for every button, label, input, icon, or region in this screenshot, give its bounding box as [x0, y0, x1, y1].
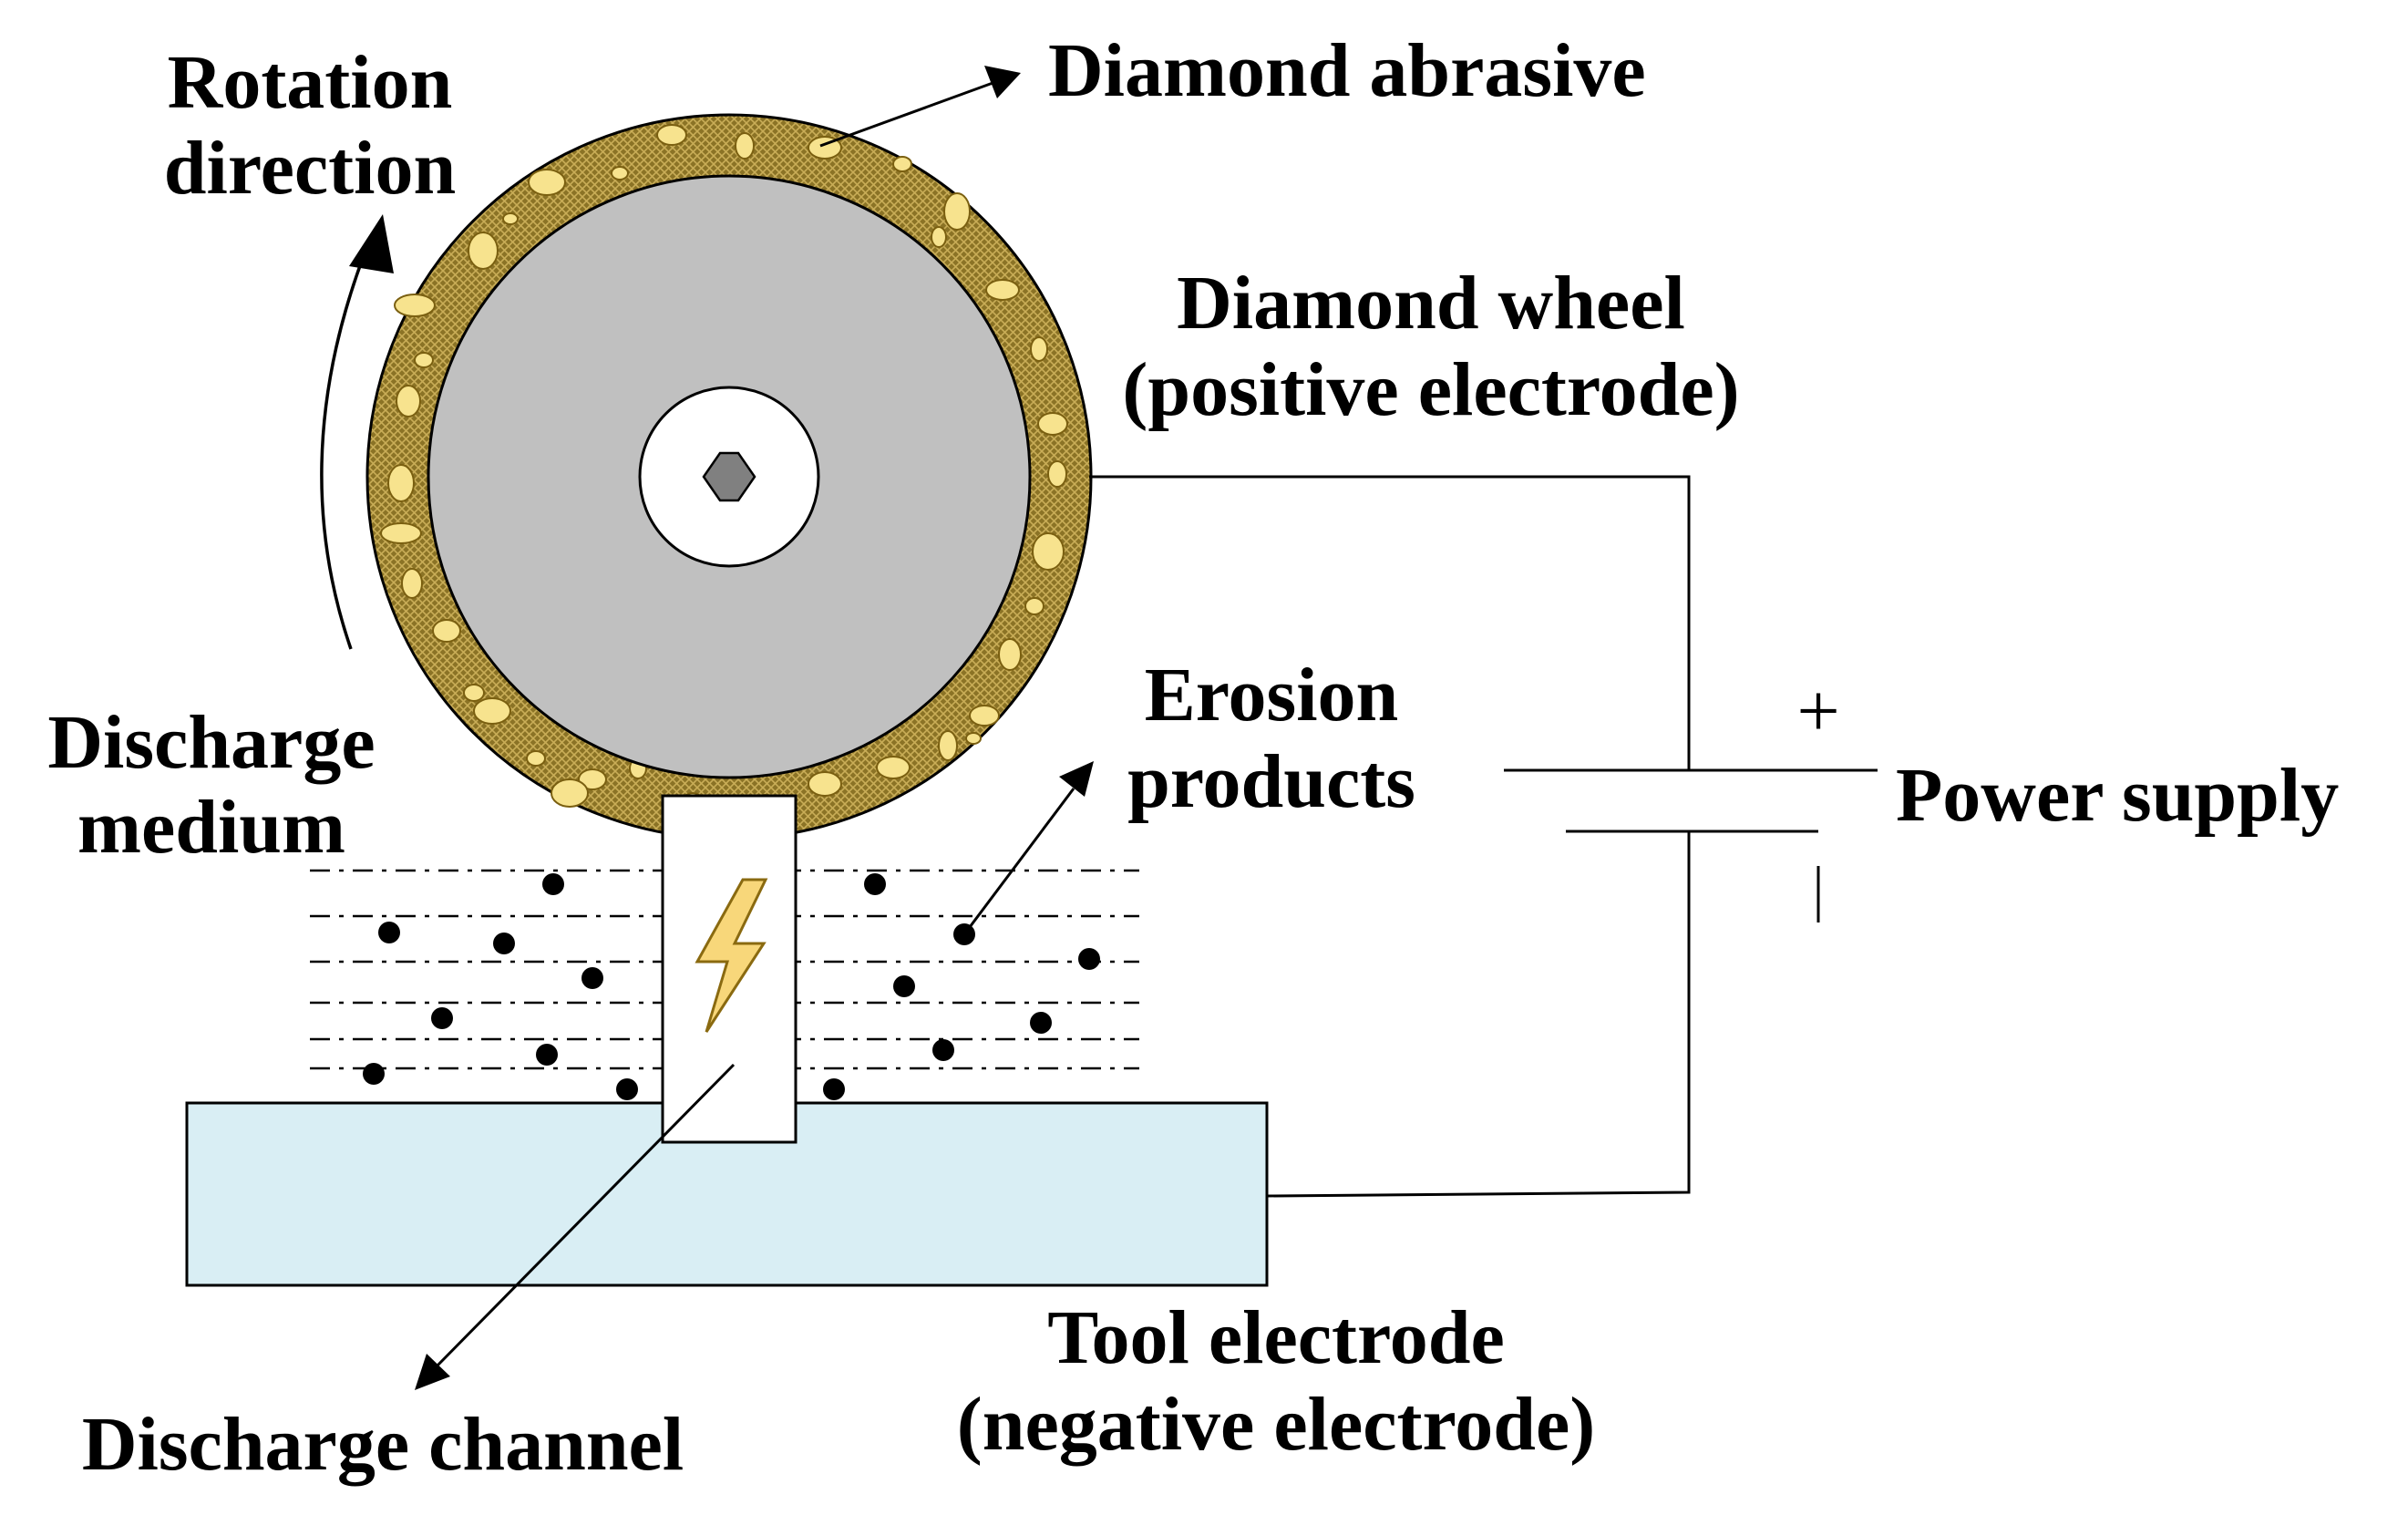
label-tool-electrode-line1: Tool electrode: [1047, 1295, 1505, 1380]
label-discharge-medium-line2: medium: [77, 785, 345, 870]
discharge-channel-pointer: [434, 1063, 736, 1369]
label-erosion-line1: Erosion: [1145, 653, 1399, 737]
rotation-arrow: [320, 241, 371, 650]
lightning-bolt-icon: [695, 878, 768, 1033]
discharge-channel-arrowhead-icon: [415, 1354, 450, 1390]
label-discharge-channel: Discharge channel: [82, 1402, 684, 1487]
label-power-supply: Power supply: [1896, 753, 2339, 838]
label-discharge-medium-line1: Discharge: [47, 700, 375, 785]
label-rotation-line2: direction: [164, 126, 456, 211]
diamond-abrasive-arrowhead-icon: [984, 66, 1021, 98]
label-tool-electrode-line2: (negative electrode): [957, 1382, 1595, 1467]
erosion-products-arrowhead-icon: [1059, 761, 1094, 797]
hex-bolt-icon: [702, 451, 756, 502]
diamond-wheel: [365, 113, 1093, 840]
erosion-products-pointer: [962, 788, 1075, 935]
erosion-particles: [363, 873, 1100, 1100]
label-diamond-wheel-line2: (positive electrode): [1122, 347, 1739, 432]
label-diamond-abrasive: Diamond abrasive: [1048, 28, 1646, 113]
circuit-wires: [1089, 475, 1691, 1198]
label-rotation-line1: Rotation: [168, 40, 453, 125]
label-erosion-line2: products: [1127, 739, 1415, 824]
label-diamond-wheel-line1: Diamond wheel: [1177, 261, 1685, 345]
rotation-arrowhead-icon: [349, 214, 394, 273]
plus-sign: +: [1796, 669, 1839, 754]
diamond-abrasive-pointer: [819, 80, 996, 148]
